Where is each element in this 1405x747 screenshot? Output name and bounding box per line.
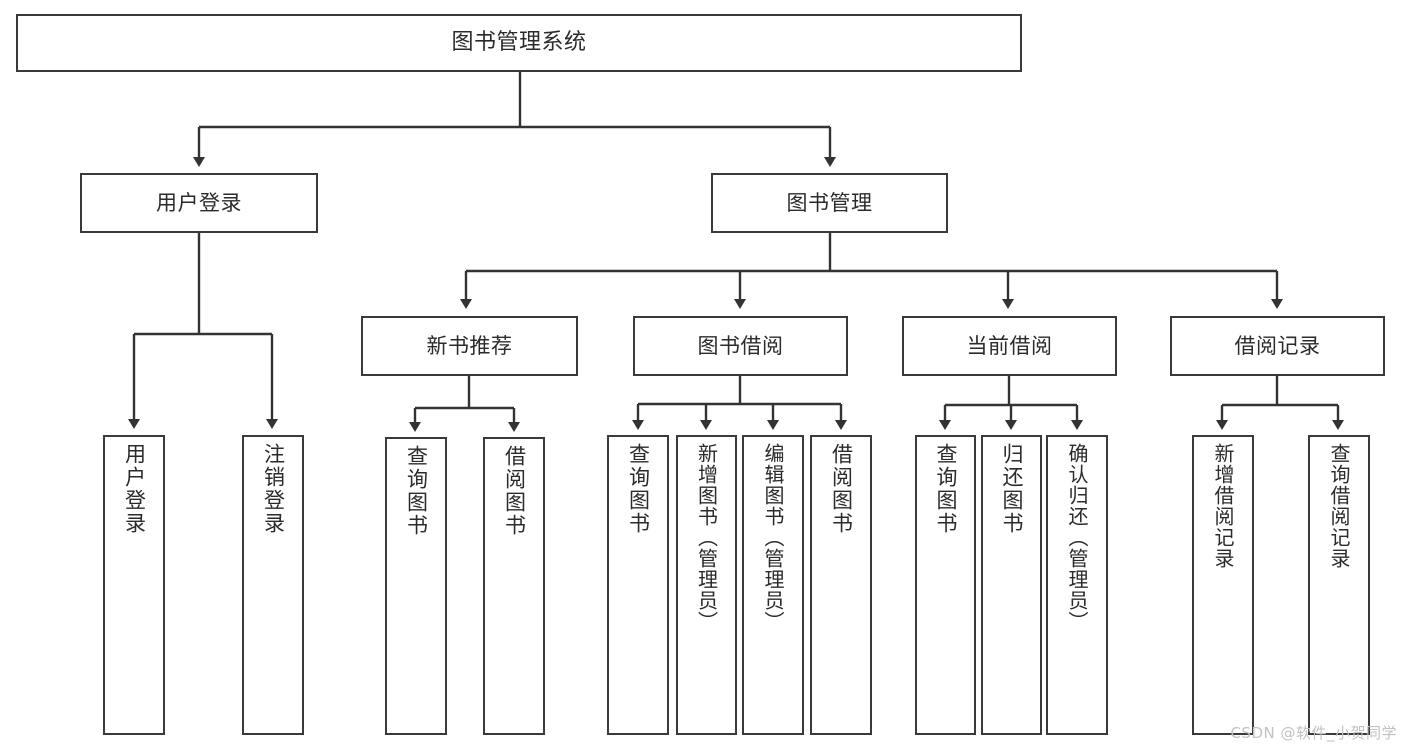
node-book-management[interactable]: 图书管理 (711, 173, 948, 233)
node-label: 新增借阅记录 (1211, 443, 1235, 569)
node-label: 查询图书 (626, 443, 651, 535)
node-label: 查询借阅记录 (1327, 443, 1351, 569)
node-label: 编辑图书（管理员） (761, 443, 785, 632)
leaf-borrow-query-book[interactable]: 查询图书 (607, 435, 669, 735)
node-user-login[interactable]: 用户登录 (80, 173, 318, 233)
node-label: 归还图书 (1000, 443, 1024, 535)
node-root-system[interactable]: 图书管理系统 (16, 14, 1022, 72)
leaf-borrow-borrow-book[interactable]: 借阅图书 (810, 435, 872, 735)
leaf-recommend-borrow-book[interactable]: 借阅图书 (483, 437, 545, 735)
node-label: 查询图书 (934, 443, 958, 535)
node-label: 当前借阅 (966, 333, 1053, 358)
node-label: 新书推荐 (426, 333, 513, 358)
leaf-borrow-edit-book-admin[interactable]: 编辑图书（管理员） (742, 435, 804, 735)
node-label: 用户登录 (122, 443, 147, 535)
watermark-text: CSDN @软件_小贺同学 (1230, 724, 1397, 742)
node-label: 借阅图书 (502, 445, 527, 537)
node-label: 确认归还（管理员） (1065, 443, 1089, 632)
leaf-user-login-logout[interactable]: 注销登录 (242, 435, 304, 735)
node-book-borrow[interactable]: 图书借阅 (633, 316, 848, 376)
leaf-current-return-book[interactable]: 归还图书 (981, 435, 1042, 735)
node-label: 图书管理 (786, 190, 873, 215)
node-label: 用户登录 (156, 190, 242, 215)
node-label: 查询图书 (404, 445, 429, 537)
node-label: 借阅记录 (1234, 333, 1321, 358)
leaf-record-add-record[interactable]: 新增借阅记录 (1192, 435, 1254, 735)
node-borrow-record[interactable]: 借阅记录 (1170, 316, 1385, 376)
node-new-book-recommend[interactable]: 新书推荐 (361, 316, 578, 376)
node-label: 图书管理系统 (451, 30, 587, 56)
node-current-borrow[interactable]: 当前借阅 (902, 316, 1117, 376)
leaf-record-query-record[interactable]: 查询借阅记录 (1308, 435, 1370, 735)
leaf-user-login-login[interactable]: 用户登录 (103, 435, 165, 735)
leaf-recommend-query-book[interactable]: 查询图书 (385, 437, 447, 735)
node-label: 注销登录 (261, 443, 286, 535)
node-label: 借阅图书 (829, 443, 854, 535)
node-label: 新增图书（管理员） (694, 443, 719, 632)
leaf-current-query-book[interactable]: 查询图书 (915, 435, 976, 735)
node-label: 图书借阅 (697, 333, 784, 358)
leaf-current-confirm-return-admin[interactable]: 确认归还（管理员） (1046, 435, 1108, 735)
leaf-borrow-add-book-admin[interactable]: 新增图书（管理员） (676, 435, 737, 735)
